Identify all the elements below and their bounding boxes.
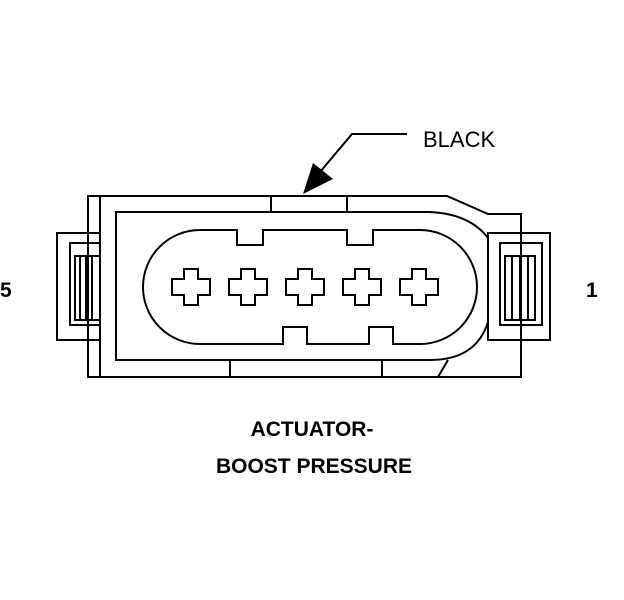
terminal-pin-3 [285, 268, 325, 306]
terminal-pin-5 [171, 268, 211, 306]
color-leader-arrowhead [303, 163, 333, 194]
right-latch [487, 232, 551, 341]
terminal-group [171, 268, 439, 306]
terminal-pin-4 [228, 268, 268, 306]
left-latch [56, 232, 101, 341]
pin-1-label: 1 [586, 279, 598, 302]
pin-5-label: 5 [0, 279, 12, 302]
terminal-pin-2 [342, 268, 382, 306]
connector-body [87, 195, 522, 378]
terminal-pin-1 [399, 268, 439, 306]
wire-color-label: BLACK [423, 127, 495, 152]
caption-line-1: ACTUATOR- [251, 418, 374, 441]
terminal-cavity [142, 229, 478, 345]
color-leader-line [319, 133, 407, 173]
caption-line-2: BOOST PRESSURE [216, 455, 412, 478]
